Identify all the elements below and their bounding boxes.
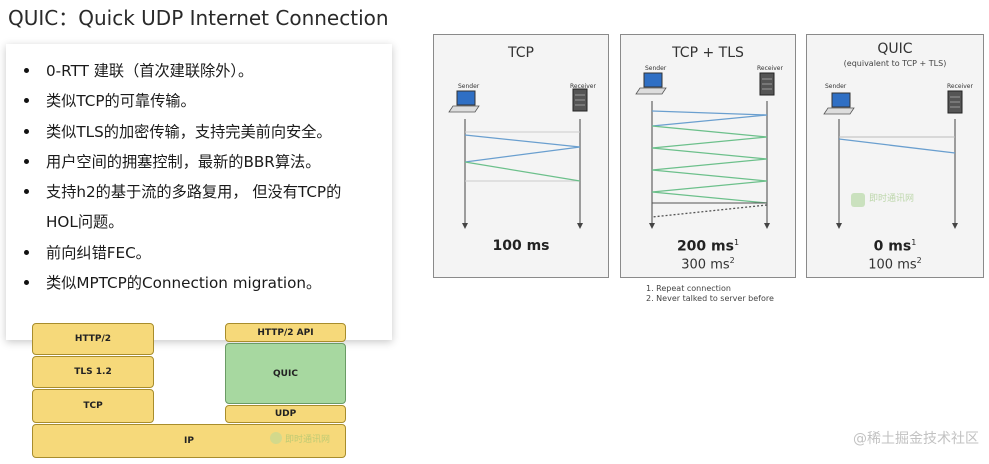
latency-main: 0 ms1 xyxy=(873,238,917,255)
message-arrow xyxy=(651,191,768,204)
message-arrow xyxy=(651,147,768,160)
tcp-handshake-panel: TCP Sender Receiver 100 ms xyxy=(433,34,609,278)
list-item-text: 类似MPTCP的Connection migration。 xyxy=(46,274,322,293)
tcp-tls-sequence-diagram xyxy=(635,72,775,229)
list-item: 类似TCP的可靠传输。 xyxy=(18,86,392,116)
bullet-dot xyxy=(24,158,29,164)
latency-sub: 300 ms2 xyxy=(681,256,735,273)
list-item-text: 类似TLS的加密传输，支持完美前向安全。 xyxy=(46,122,332,141)
footnote: 2. Never talked to server before xyxy=(646,294,774,303)
panel-title: TCP xyxy=(508,45,534,61)
sender-timeline-arrowhead xyxy=(836,223,842,229)
latency-sub: 100 ms2 xyxy=(868,256,922,273)
bullet-dot xyxy=(24,280,29,286)
tls-layer: TLS 1.2 xyxy=(32,356,154,388)
list-item: 类似TLS的加密传输，支持完美前向安全。 xyxy=(18,117,392,147)
page-title: QUIC：Quick UDP Internet Connection xyxy=(8,6,389,30)
tcp-tls-handshake-panel: TCP + TLS Sender Receiver 200 ms1 300 ms… xyxy=(620,34,796,278)
message-arrow xyxy=(651,110,768,116)
list-item-text: 类似TCP的可靠传输。 xyxy=(46,92,196,111)
footnotes: 1. Repeat connection 2. Never talked to … xyxy=(646,284,774,304)
sender-timeline-arrowhead xyxy=(649,223,655,229)
receiver-label: Receiver xyxy=(570,83,596,90)
receiver-label: Receiver xyxy=(947,83,973,90)
http2-api-layer: HTTP/2 API xyxy=(225,323,346,342)
footnote: 1. Repeat connection xyxy=(646,284,731,293)
sender-label: Sender xyxy=(645,65,667,72)
panel-subtitle: (equivalent to TCP + TLS) xyxy=(843,59,947,68)
laptop-icon xyxy=(448,90,480,113)
panel-title: TCP + TLS xyxy=(672,45,744,61)
bullet-dot xyxy=(24,68,29,73)
feature-list: 0-RTT 建联（首次建联除外）。 类似TCP的可靠传输。 类似TLS的加密传输… xyxy=(6,44,392,298)
quic-handshake-panel: 即时通讯网 QUIC (equivalent to TCP + TLS) Sen… xyxy=(806,34,984,278)
list-item-text: 用户空间的拥塞控制，最新的BBR算法。 xyxy=(46,152,321,171)
latency-main: 200 ms1 xyxy=(676,238,740,255)
message-arrow xyxy=(464,161,581,182)
receiver-timeline-arrowhead xyxy=(577,223,583,229)
sender-label: Sender xyxy=(825,83,847,90)
list-item-text: 前向纠错FEC。 xyxy=(46,243,151,262)
watermark-logo: 即时通讯网 xyxy=(851,192,914,207)
list-item: 用户空间的拥塞控制，最新的BBR算法。 xyxy=(18,147,392,177)
server-icon xyxy=(572,88,588,112)
message-arrow xyxy=(651,125,768,138)
bullet-dot xyxy=(24,98,29,104)
list-item: 类似MPTCP的Connection migration。 xyxy=(18,268,392,298)
message-arrow xyxy=(651,136,768,149)
bullet-dot xyxy=(24,189,29,195)
bullet-dot xyxy=(24,249,29,255)
tcp-sequence-diagram xyxy=(448,88,588,229)
laptop-icon xyxy=(635,72,667,95)
watermark-text: 即时通讯网 xyxy=(869,192,914,204)
receiver-timeline-arrowhead xyxy=(764,223,770,229)
server-icon xyxy=(947,90,963,114)
watermark-text: 即时通讯网 xyxy=(285,433,330,445)
message-arrow xyxy=(838,138,956,154)
message-arrow-dotted xyxy=(651,204,768,218)
panel-title: QUIC xyxy=(877,41,913,57)
sender-label: Sender xyxy=(458,83,480,90)
bullet-dot xyxy=(24,128,29,134)
latency-main: 100 ms xyxy=(492,238,550,254)
list-item-text: HOL问题。 xyxy=(46,213,124,232)
list-item: 0-RTT 建联（首次建联除外）。 xyxy=(18,56,392,86)
message-arrow xyxy=(651,169,768,182)
feature-list-card: 0-RTT 建联（首次建联除外）。 类似TCP的可靠传输。 类似TLS的加密传输… xyxy=(6,44,392,340)
message-arrow xyxy=(651,114,768,127)
list-item: 前向纠错FEC。 xyxy=(18,238,392,268)
udp-layer: UDP xyxy=(225,405,346,423)
receiver-label: Receiver xyxy=(757,65,783,72)
tcp-layer: TCP xyxy=(32,389,154,423)
message-arrow xyxy=(464,134,581,148)
source-credit: @稀土掘金技术社区 xyxy=(853,431,979,447)
quic-layer: QUIC xyxy=(225,343,346,404)
ip-layer: IP xyxy=(32,424,346,458)
list-item: 支持h2的基于流的多路复用， 但没有TCP的 xyxy=(18,177,392,207)
list-item-text: 支持h2的基于流的多路复用， 但没有TCP的 xyxy=(46,183,342,202)
list-item-text: 0-RTT 建联（首次建联除外）。 xyxy=(46,62,254,80)
quic-sequence-diagram: 即时通讯网 xyxy=(823,90,963,229)
laptop-icon xyxy=(823,92,855,115)
watermark-logo: 即时通讯网 xyxy=(270,432,330,445)
server-icon xyxy=(759,72,775,96)
receiver-timeline-arrowhead xyxy=(952,223,958,229)
message-arrow xyxy=(464,146,581,163)
sender-timeline-arrowhead xyxy=(462,223,468,229)
message-arrow xyxy=(651,180,768,193)
list-item-continuation: HOL问题。 xyxy=(18,207,392,237)
message-arrow xyxy=(651,158,768,171)
http2-layer: HTTP/2 xyxy=(32,323,154,355)
